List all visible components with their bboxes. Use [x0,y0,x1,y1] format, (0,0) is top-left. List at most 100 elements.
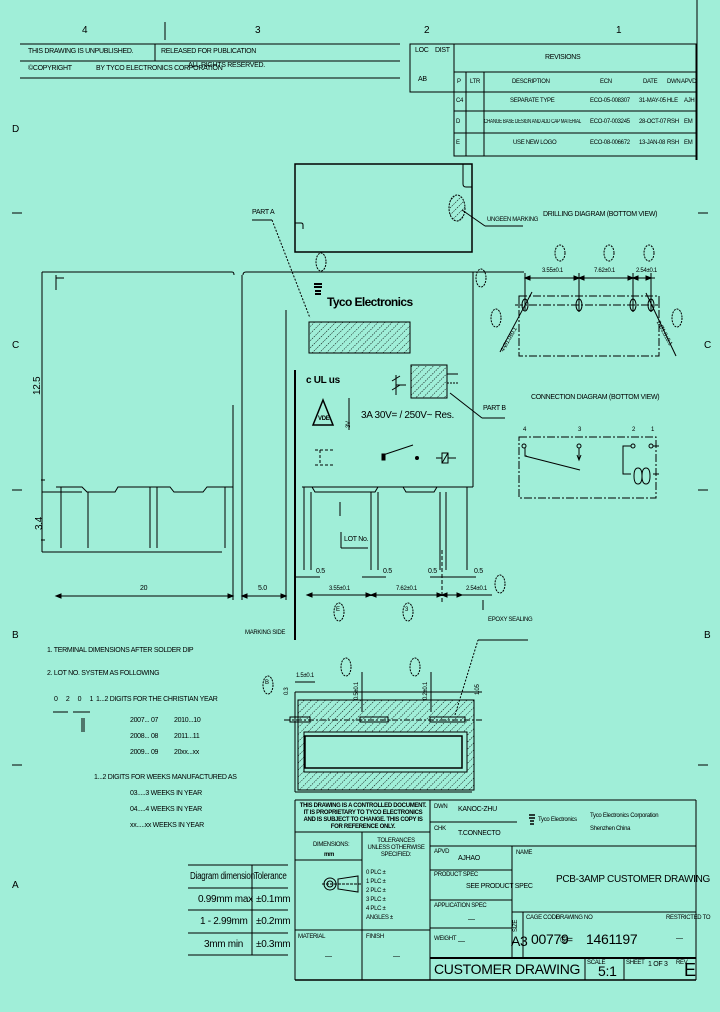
pin-label-4: 4 [523,427,527,433]
section-dim-e: 1.05 [475,684,481,695]
drill-pitch-2: 7.62±0.1 [594,268,615,274]
rev-date: 13-JAN-08 [639,140,665,146]
size-value: A3 [511,933,528,949]
year-row: 2010...10 [174,717,201,724]
drawing-no-label: DRAWING NO [556,915,593,921]
rev-p: C4 [456,98,464,104]
rev-col-ecn: ECN [600,79,612,85]
coil-voltage-mark: 3V [346,421,352,428]
apvd-label: APVD [434,849,450,855]
vde-mark: VDE [318,416,330,422]
company-name: Tyco Electronics Corporation [590,813,659,819]
drilling-diagram-title: DRILLING DIAGRAM (BOTTOM VIEW) [543,211,658,218]
drill-pitch-3: 2.54±0.1 [636,268,657,274]
tolerance-row-dimension: 0.99mm max [198,894,253,905]
tolerance-place: 4 PLC ± [366,906,386,912]
rev-col-dwn: DWN [667,79,681,85]
proprietary-notice: THIS DRAWING IS A CONTROLLED DOCUMENT. I… [299,803,427,830]
weight-value: — [458,938,465,945]
tolerance-place: 3 PLC ± [366,897,386,903]
rev-description: CHANGE BASE DESIGN AND ADD CAP MATERIAL [484,119,582,125]
company-logo-icon [528,811,536,825]
tolerance-row-value: ±0.1mm [256,894,291,905]
year-description: 1...2 DIGITS FOR THE CHRISTIAN YEAR [96,696,218,703]
tolerance-row-value: ±0.3mm [256,939,291,950]
material-value: — [325,953,332,960]
chk-value: T.CONNECTO [458,830,501,837]
note-2: 2. LOT NO. SYSTEM AS FOLLOWING [47,670,160,677]
rev-col-apvd: APVD [681,79,697,85]
tolerances-label: TOLERANCES UNLESS OTHERWISE SPECIFIED: [367,838,425,858]
tolerance-row-dimension: 1 - 2.99mm [200,916,248,927]
dim-pin-height: 3.4 [34,516,45,530]
rev-col-description: DESCRIPTION [512,79,550,85]
rev-apvd: EM [684,140,693,146]
product-spec-value: SEE PRODUCT SPEC [466,883,533,890]
sheet-label: SHEET [626,960,645,966]
zone-marker-2: 2 [424,25,430,36]
dim-pitch-3: 2.54±0.1 [466,586,487,592]
restricted-label: RESTRICTED TO [666,915,711,921]
scale-value: 5:1 [598,963,617,979]
material-label: MATERIAL [298,934,326,940]
finish-value: — [393,953,400,960]
scale-label: SCALE [587,960,606,966]
rights-reserved: ALL RIGHTS RESERVED. [188,62,265,69]
company-logo-text: Tyco Electronics [538,817,577,823]
tolerance-header-dimension: Diagram dimension [190,871,255,882]
revisions-title: REVISIONS [545,54,581,61]
dim-pitch-2: 7.62±0.1 [396,586,417,592]
pin-label-3: 3 [578,427,582,433]
bubble-e: E [336,607,340,613]
cage-code-label: CAGE CODE [526,915,560,921]
pin-label-1: 1 [651,427,655,433]
dwn-value: KANOC-ZHU [458,806,497,813]
rev-description: SEPARATE TYPE [510,98,555,104]
week-row: 03.....3 WEEKS IN YEAR [130,790,202,797]
application-spec-value: — [468,916,475,923]
rev-dwn: RSH [667,140,679,146]
epoxy-sealing-callout: EPOXY SEALING [488,617,533,623]
copyright-owner: BY TYCO ELECTRONICS CORPORATION [96,65,223,72]
tolerance-row-dimension: 3mm min [204,939,244,950]
rev-ecn: ECO-08-006672 [590,140,630,146]
drill-pitch-1: 3.55±0.1 [542,268,563,274]
zone-marker-b: B [12,630,19,641]
zone-marker-1: 1 [616,25,622,36]
weight-label: WEIGHT [434,936,457,942]
loc-label: LOC [415,47,429,54]
name-label: NAME [516,850,533,856]
week-row: 04.....4 WEEKS IN YEAR [130,806,202,813]
rev-value: E [684,960,696,980]
restricted-value: — [676,935,683,942]
year-row: 2009... 09 [130,749,159,756]
rev-apvd: AJH [684,98,695,104]
ung-marking-callout: UNGEEN MARKING [487,217,539,223]
rev-apvd: EM [684,119,693,125]
zone-marker-4: 4 [82,25,88,36]
section-dim-d: 0.2±0.1 [423,682,429,700]
document-type: CUSTOMER DRAWING [434,961,581,977]
size-label: SIZE [513,919,519,932]
year-row: 20xx...xx [174,749,199,756]
dimensions-label: DIMENSIONS: [313,842,350,848]
copyright-note: ©COPYRIGHT [28,65,72,72]
brand-text: Tyco Electronics [327,295,413,309]
rev-p: D [456,119,461,125]
marking-side-label: MARKING SIDE [245,630,286,636]
week-row: xx.....xx WEEKS IN YEAR [130,822,204,829]
year-row: 2007... 07 [130,717,159,724]
section-dim-c: 0.5±0.1 [354,682,360,700]
tolerance-place: 0 PLC ± [366,870,386,876]
projection-symbol-icon [322,872,362,896]
rev-label: REV [676,960,688,966]
rev-description: USE NEW LOGO [513,140,557,146]
rev-date: 31-MAY-05 [639,98,666,104]
cage-code-value: 00779 [531,931,569,947]
drawing-number: 1461197 [586,931,638,947]
year-row: 2008... 08 [130,733,159,740]
tolerance-place: 1 PLC ± [366,879,386,885]
revision-circle-icon: ©= [560,935,573,946]
dim-length: 20 [140,585,148,592]
